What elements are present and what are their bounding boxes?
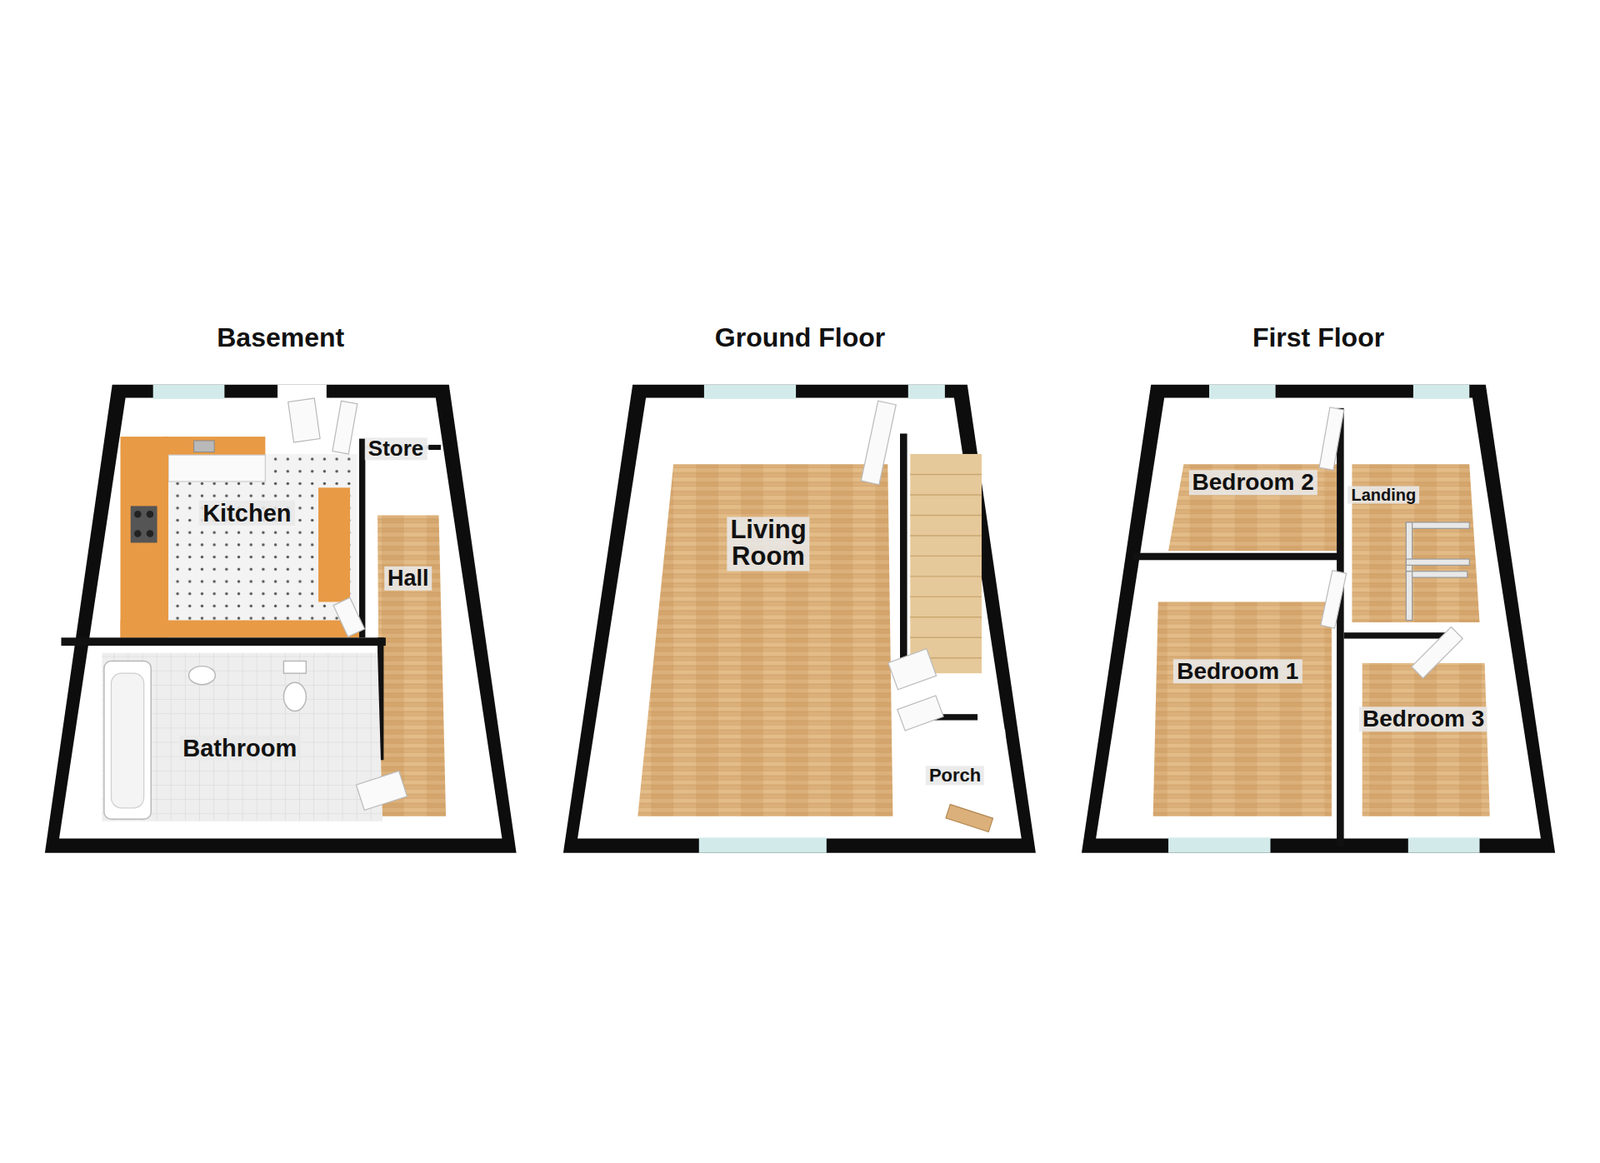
room: Landing <box>1348 485 1420 504</box>
room-label: Porch <box>925 765 985 785</box>
room: Bedroom 2 <box>1189 470 1318 495</box>
floor-plan: BasementKitchen StoreHallBathroom <box>40 310 521 860</box>
floor-plan: Ground FloorLiving RoomPorch <box>559 310 1041 860</box>
room-label: Bedroom 3 <box>1359 707 1488 732</box>
room-label: Living Room <box>726 516 810 571</box>
room: Bedroom 3 <box>1359 707 1488 732</box>
floor-heading: First Floor <box>1077 322 1560 354</box>
floor-plan: First FloorBedroom 2 LandingBedroom 1 Bedr… <box>1077 310 1560 860</box>
room-label: Kitchen <box>199 500 295 526</box>
room-label: Store <box>365 437 427 460</box>
room: Bathroom <box>179 735 300 760</box>
room: Living Room <box>726 516 810 571</box>
room: Bedroom 1 <box>1173 659 1302 684</box>
room-label: Bathroom <box>179 735 300 760</box>
room-label: Bedroom 2 <box>1189 470 1318 495</box>
room: Porch <box>925 765 985 785</box>
room-label: Hall <box>384 566 433 590</box>
room: Kitchen <box>199 500 295 526</box>
floor-heading: Ground Floor <box>559 322 1041 354</box>
room: Store <box>365 437 427 460</box>
room-label: Landing <box>1348 485 1420 504</box>
room-label: Bedroom 1 <box>1173 659 1302 684</box>
room: Hall <box>384 566 433 590</box>
floor-heading: Basement <box>40 322 521 354</box>
